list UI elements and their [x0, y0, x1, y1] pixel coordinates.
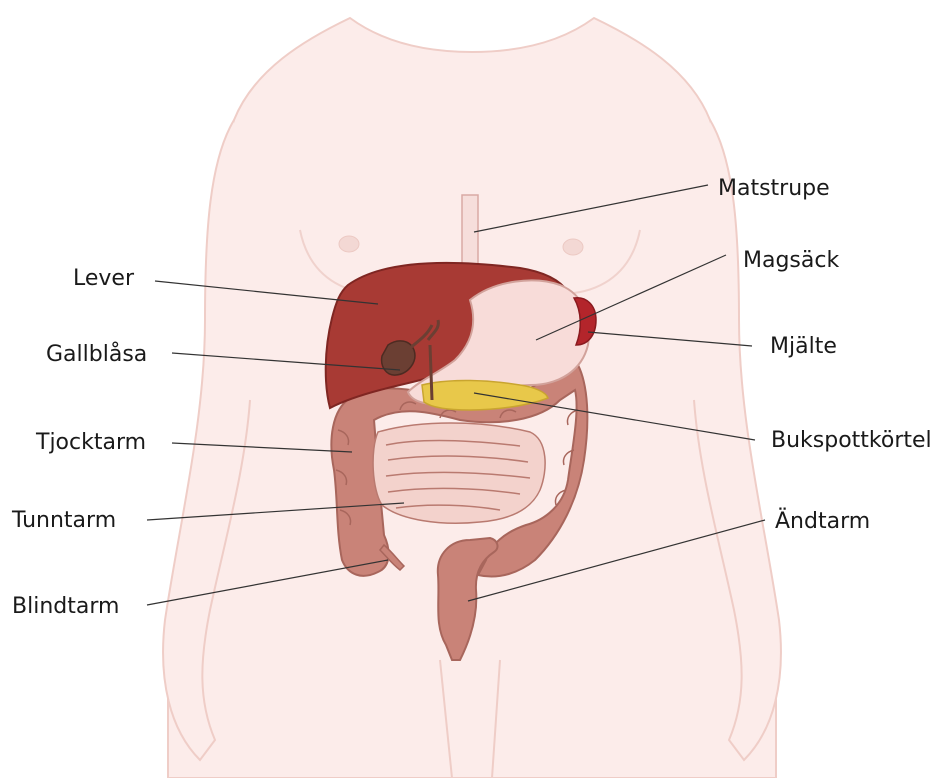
label-tunntarm: Tunntarm — [12, 508, 116, 534]
label-matstrupe: Matstrupe — [718, 176, 830, 202]
right-nipple — [563, 239, 583, 255]
label-tjocktarm: Tjocktarm — [36, 430, 146, 456]
label-magsack: Magsäck — [743, 248, 839, 274]
label-lever: Lever — [73, 266, 134, 292]
label-bukspottkortel: Bukspottkörtel — [771, 428, 932, 454]
label-gallblasa: Gallblåsa — [46, 342, 147, 368]
label-blindtarm: Blindtarm — [12, 594, 119, 620]
label-andtarm: Ändtarm — [775, 509, 870, 535]
label-mjalte: Mjälte — [770, 334, 837, 360]
left-nipple — [339, 236, 359, 252]
